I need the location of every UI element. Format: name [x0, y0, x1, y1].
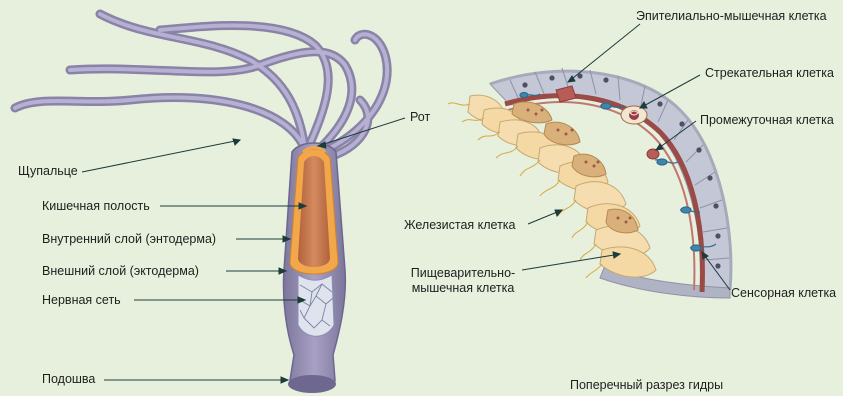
hydra-nerve-net — [298, 275, 334, 336]
interstitial-cell — [647, 149, 659, 159]
label-mouth: Рот — [410, 110, 430, 125]
leader-lines — [82, 24, 730, 383]
hydra-sole — [288, 375, 336, 393]
label-outer-layer: Внешний слой (эктодерма) — [42, 264, 199, 279]
label-nerve-net: Нервная сеть — [42, 293, 121, 308]
hydra-body — [283, 143, 345, 393]
tentacle-2 — [100, 14, 305, 150]
label-stinging-cell: Стрекательная клетка — [705, 66, 834, 81]
stinging-cell — [621, 106, 647, 124]
hydra-cross-section — [448, 68, 731, 298]
label-digestive-muscle-cell: Пищеварительно- мышечная клетка — [398, 266, 528, 296]
label-inner-layer: Внутренний слой (энтодерма) — [42, 232, 216, 247]
label-sole: Подошва — [42, 372, 95, 387]
label-glandular-cell: Железистая клетка — [404, 218, 516, 233]
label-digestive-muscle-line2: мышечная клетка — [398, 281, 528, 296]
label-sensory-cell: Сенсорная клетка — [731, 286, 836, 301]
label-interstitial-cell: Промежуточная клетка — [700, 113, 834, 128]
label-epithelial-muscle-cell: Эпителиально-мышечная клетка — [636, 9, 827, 24]
hydra-tentacles — [15, 14, 387, 158]
label-digestive-muscle-line1: Пищеварительно- — [398, 266, 528, 281]
tentacle-1 — [15, 97, 305, 150]
label-tentacle: Щупальце — [18, 164, 78, 179]
caption: Поперечный разрез гидры — [570, 378, 723, 393]
label-gut-cavity: Кишечная полость — [42, 199, 150, 214]
